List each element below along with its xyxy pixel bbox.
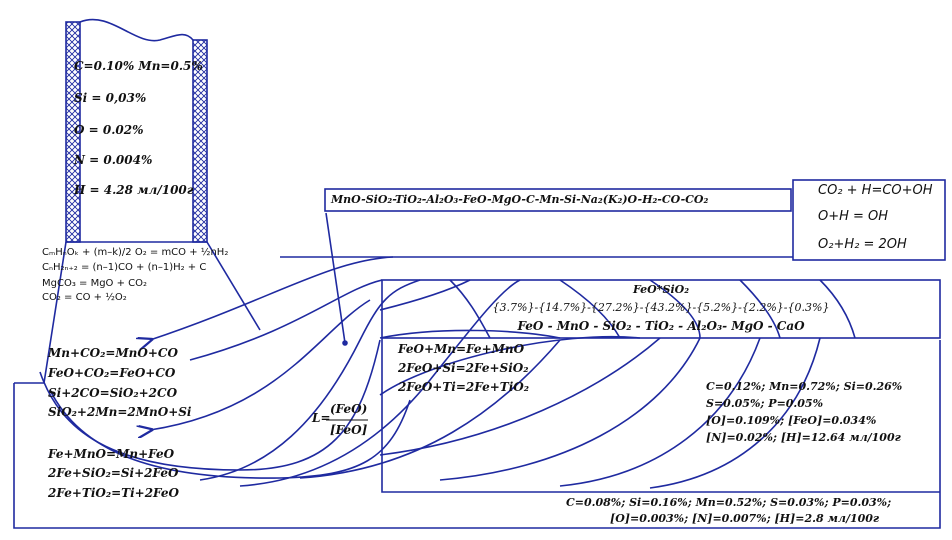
reaction-right-2: 2FeO+Si=2Fe+SiO₂ — [398, 361, 529, 375]
reaction-small-1: CₘHₙOₖ + (m–k)/2 O₂ = mCO + ½nH₂ — [42, 247, 229, 258]
metal2-line2: [O]=0.003%; [N]=0.007%; [H]=2.8 мл/100г — [610, 512, 880, 525]
slag-system-formula: MnO-SiO₂-TiO₂-Al₂O₃-FeO-MgO-C-Mn-Si-Na₂(… — [331, 193, 709, 206]
slag-system-box — [324, 188, 792, 212]
reaction-small-3: MgCO₃ = MgO + CO₂ — [42, 278, 148, 289]
slag-title: FeO*SiO₂ — [632, 283, 690, 296]
converter-h: H = 4.28 мл/100г — [74, 183, 194, 197]
metal1-line2: S=0.05%; P=0.05% — [706, 397, 824, 410]
converter-vessel — [43, 18, 261, 384]
reaction-small-4: CO₂ = CO + ½O₂ — [42, 292, 127, 303]
right-flare — [206, 241, 261, 331]
metal2-line1: C=0.08%; Si=0.16%; Mn=0.52%; S=0.03%; P=… — [566, 496, 892, 509]
gas-reaction-1: CO₂ + H=CO+OH — [818, 183, 933, 198]
arrow-lower — [150, 299, 371, 430]
gas-reaction-2: O+H = OH — [818, 209, 889, 224]
left-flare — [43, 241, 67, 384]
reaction-mid-3: Si+2CO=SiO₂+2CO — [48, 386, 178, 400]
pointer-line — [325, 212, 346, 344]
metal-box — [381, 338, 940, 493]
converter-si: Si = 0,03% — [74, 91, 147, 105]
metal1-line3: [O]=0.109%; [FeO]=0.034% — [706, 414, 877, 427]
reaction-mid-2: FeO+CO₂=FeO+CO — [48, 366, 176, 380]
bath-bottom — [13, 340, 941, 529]
converter-n: N = 0.004% — [74, 153, 153, 167]
flow-curves — [39, 279, 856, 489]
reaction-low-2: 2Fe+SiO₂=Si+2FeO — [48, 466, 179, 480]
reaction-small-2: CₙH₂ₙ₊₂ = (n–1)CO + (n–1)H₂ + C — [42, 262, 207, 273]
reaction-mid-4: SiO₂+2Mn=2MnO+Si — [48, 405, 192, 419]
converter-c-mn: C=0.10% Mn=0.5% — [74, 59, 203, 73]
gas-reactions-box — [792, 179, 946, 261]
slag-oxides: FeO - MnO - SiO₂ - TiO₂ - Al₂O₃- MgO - C… — [517, 319, 805, 333]
reaction-low-1: Fe+MnO=Mn+FeO — [48, 447, 175, 461]
reaction-mid-1: Mn+CO₂=MnO+CO — [48, 346, 178, 360]
reaction-low-3: 2Fe+TiO₂=Ti+2FeO — [48, 486, 179, 500]
partition-numerator: (FeO) — [330, 402, 368, 416]
reaction-right-1: FeO+Mn=Fe+MnO — [398, 342, 525, 356]
reaction-right-3: 2FeO+Ti=2Fe+TiO₂ — [398, 380, 529, 394]
partition-prefix: L= — [312, 411, 331, 425]
gas-reaction-3: O₂+H₂ = 2OH — [818, 237, 907, 252]
metal1-line1: C=0.12%; Mn=0.72%; Si=0.26% — [706, 380, 903, 393]
metal1-line4: [N]=0.02%; [H]=12.64 мл/100г — [706, 431, 901, 444]
slag-values: {3.7%}-{14.7%}-{27.2%}-{43.2%}-{5.2%}-{2… — [492, 301, 830, 314]
arrow-upper — [150, 256, 394, 340]
vessel-top — [79, 18, 194, 42]
bath-outline — [13, 179, 946, 529]
converter-o: O = 0.02% — [74, 123, 144, 137]
partition-denominator: [FeO] — [330, 423, 368, 437]
arrows — [150, 212, 394, 430]
